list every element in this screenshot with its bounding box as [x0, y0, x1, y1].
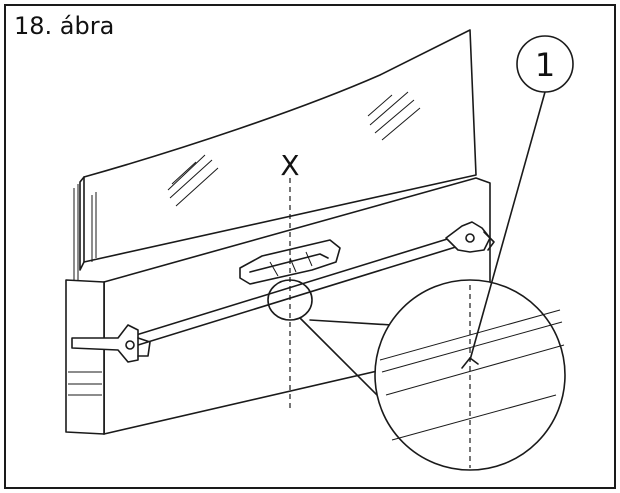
right-hinge-clip [445, 221, 495, 253]
left-hinge-clip [71, 324, 151, 363]
figure-title: 18. ábra [14, 12, 115, 40]
glass-pane-layers [91, 192, 97, 262]
callout-leader [469, 91, 546, 361]
glass-pane [83, 29, 477, 263]
axis-marker-label: X [280, 149, 299, 182]
tension-rod [119, 231, 471, 341]
door-frame-side-profile [65, 279, 105, 435]
glass-pane-edge [79, 176, 85, 271]
glass-reflection-marks [167, 91, 421, 207]
callout-number: 1 [535, 46, 555, 84]
glass-pane-side [73, 184, 79, 280]
callout-circle [516, 35, 574, 93]
detail-source-circle [267, 279, 313, 321]
magnified-detail-view [374, 279, 566, 471]
